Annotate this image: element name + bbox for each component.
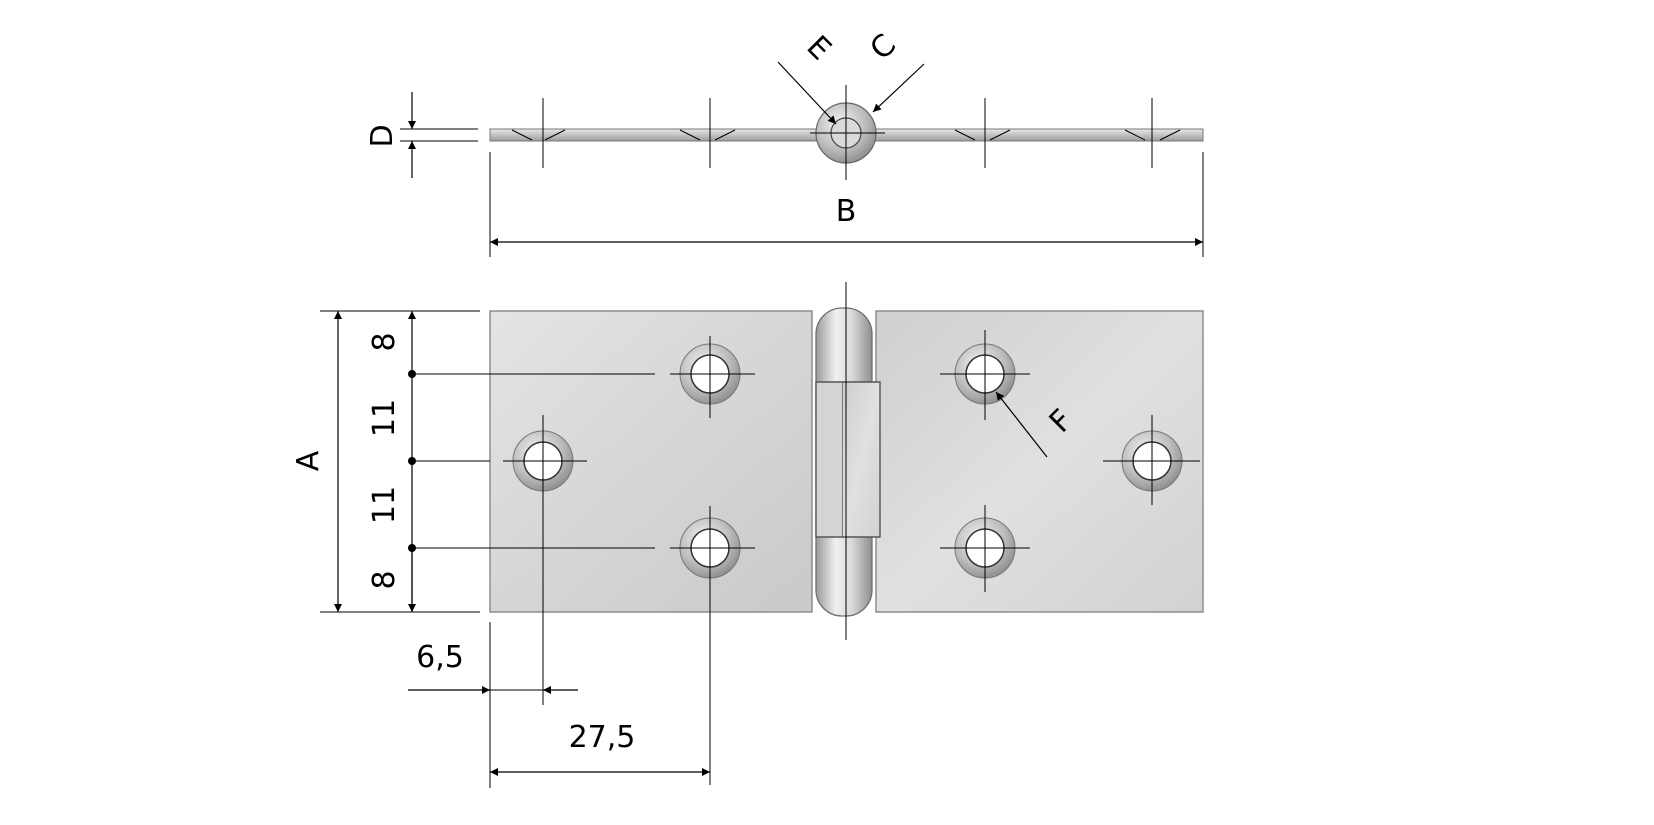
- label-B: B: [836, 194, 857, 229]
- label-D: D: [365, 124, 400, 147]
- leader-C: C: [864, 28, 925, 113]
- dimension-27-5: 27,5: [490, 720, 710, 776]
- label-A: A: [291, 450, 326, 471]
- label-27-5: 27,5: [569, 720, 636, 755]
- knuckle-cut: [815, 381, 844, 538]
- dimension-6-5: 6,5: [408, 622, 578, 788]
- dimension-chain-vertical: 8 11 11 8: [367, 311, 655, 612]
- label-11-lower: 11: [367, 486, 402, 524]
- dimension-B: B: [489, 152, 1204, 257]
- side-view-countersinks: [511, 129, 1181, 141]
- label-11-upper: 11: [367, 399, 402, 437]
- dimension-A: A: [291, 310, 480, 613]
- label-8-top: 8: [367, 332, 402, 351]
- label-6-5: 6,5: [416, 640, 464, 675]
- side-view: D E C B: [365, 28, 1204, 257]
- knuckle-cut-right: [843, 381, 881, 538]
- front-view: F A 8 11 11 8: [291, 282, 1204, 788]
- label-E: E: [800, 29, 838, 67]
- dimension-D: D: [365, 92, 478, 178]
- label-8-bottom: 8: [367, 570, 402, 589]
- centre-lines: [503, 330, 1200, 785]
- label-C: C: [864, 28, 904, 68]
